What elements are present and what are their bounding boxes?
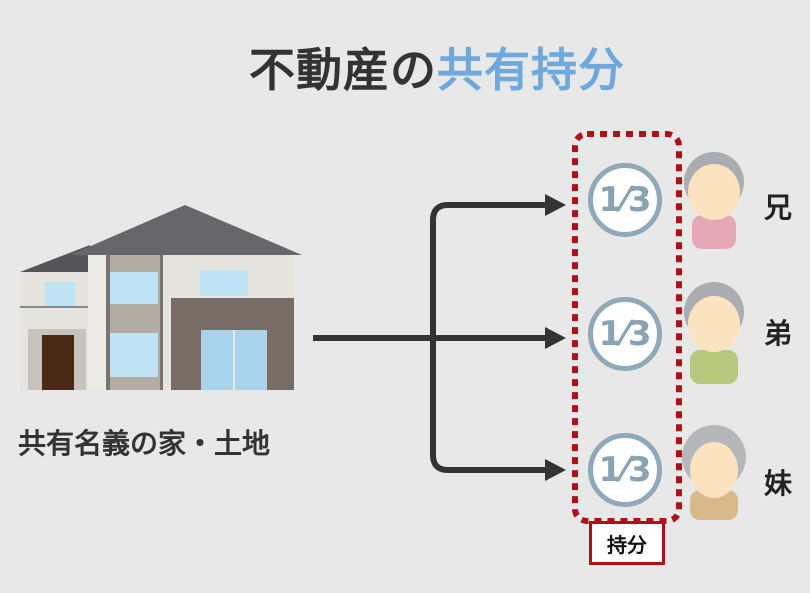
property-caption: 共有名義の家・土地: [18, 427, 271, 460]
distribution-arrows: [313, 202, 548, 473]
owner-name-younger-sister: 妹: [764, 467, 793, 500]
person-icon: [682, 425, 746, 520]
title-accent: 共有持分: [437, 43, 625, 97]
share-fraction-1: 1⁄3: [588, 163, 662, 237]
arrowhead-icon: [545, 327, 566, 349]
share-label: 持分: [589, 521, 665, 565]
owner-name-older-brother: 兄: [764, 191, 793, 224]
house-illustration: [20, 205, 302, 390]
share-fraction-3: 1⁄3: [588, 433, 662, 507]
share-fraction-2: 1⁄3: [588, 297, 662, 371]
owner-name-younger-brother: 弟: [764, 317, 793, 350]
arrowhead-icon: [545, 459, 566, 481]
arrowhead-icon: [545, 194, 566, 216]
title-prefix: 不動産の: [249, 43, 437, 97]
person-icon: [684, 282, 744, 384]
page-title: 不動産の共有持分: [0, 34, 810, 100]
person-icon: [684, 152, 744, 249]
